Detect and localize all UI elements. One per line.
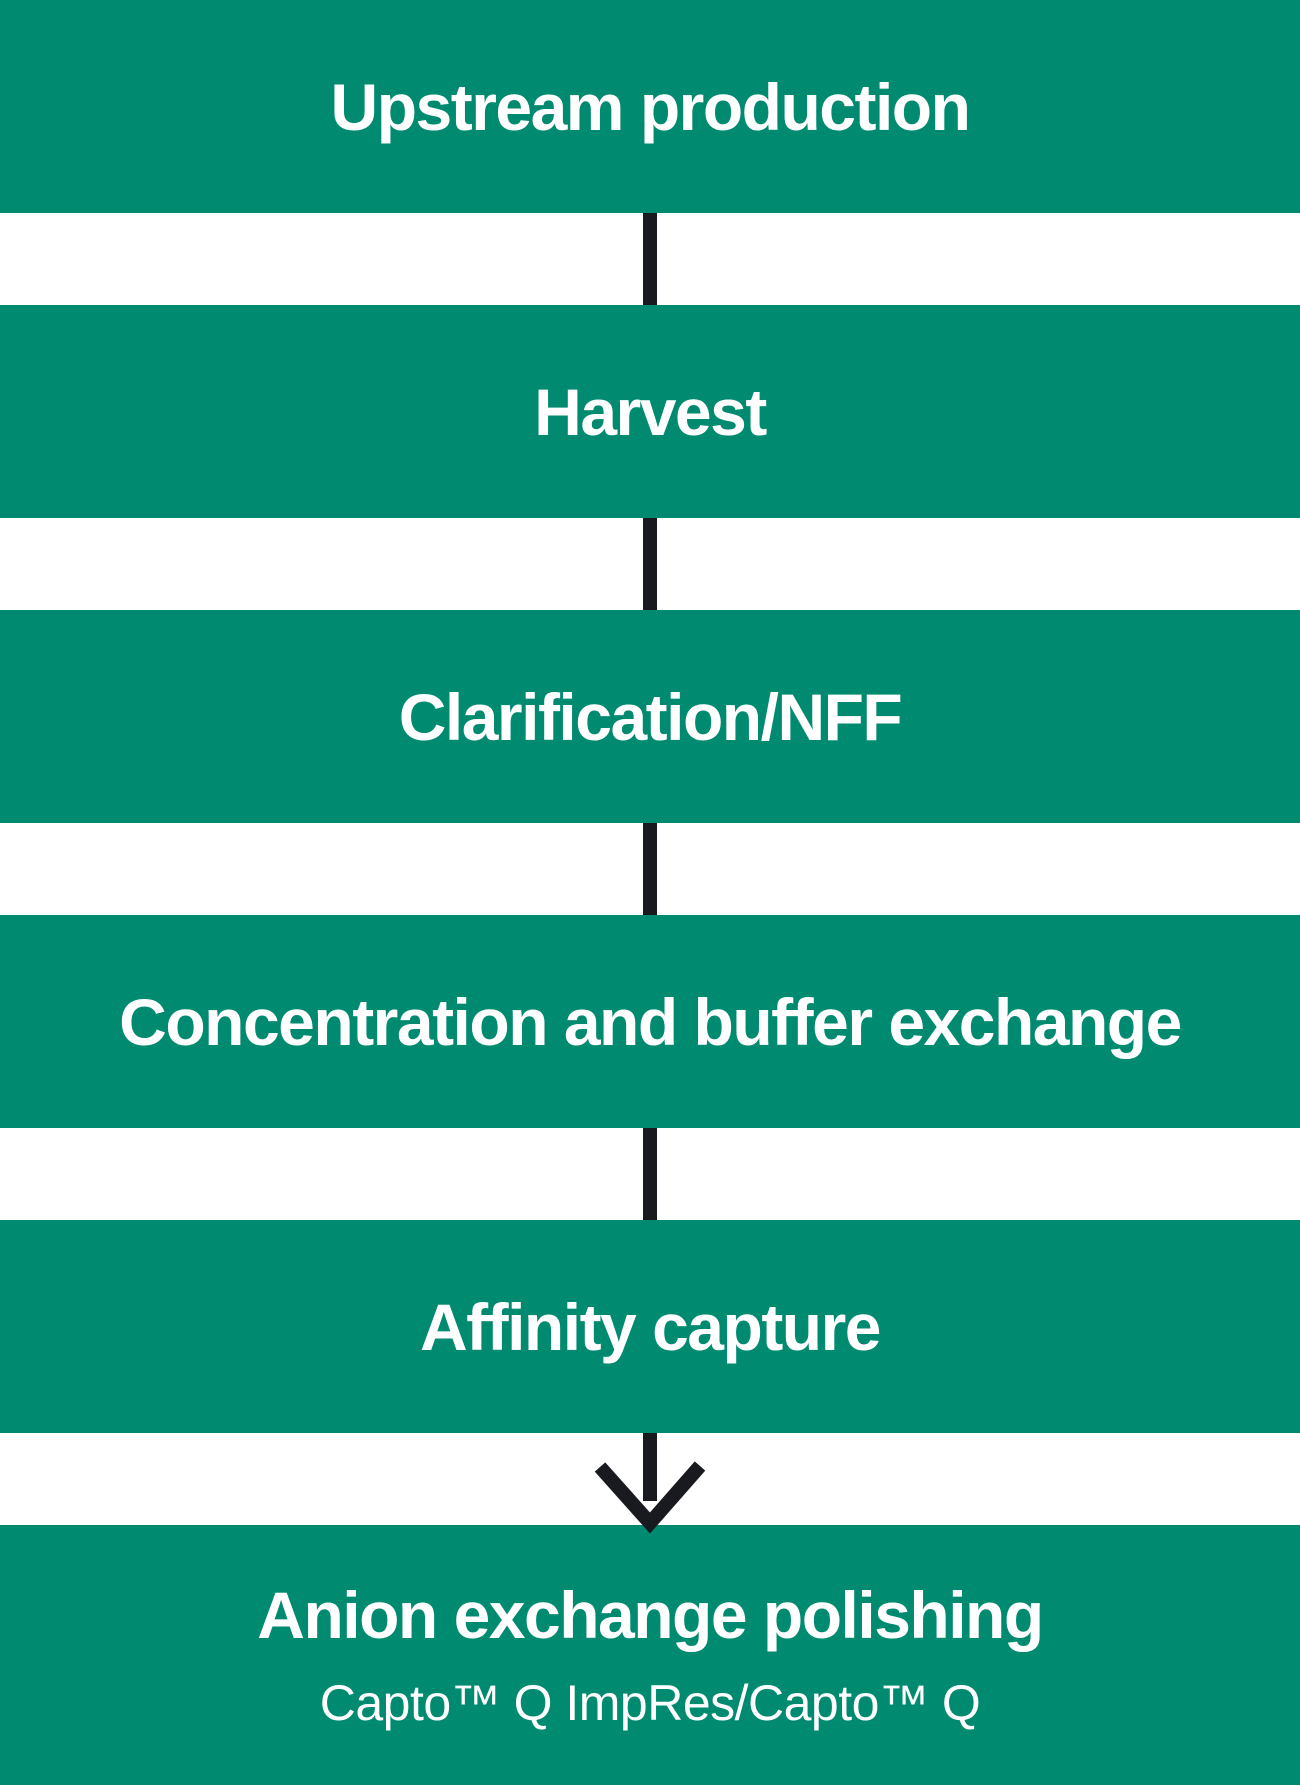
step-harvest: Harvest [0,305,1300,518]
connector-line [643,213,657,305]
step-label: Clarification/NFF [398,679,903,754]
connector-line [643,823,657,915]
connector-gap [0,518,1300,610]
step-sublabel: Capto™ Q ImpRes/Capto™ Q [319,1675,981,1731]
connector-line [643,1128,657,1220]
connector-gap [0,213,1300,305]
step-affinity-capture: Affinity capture [0,1220,1300,1433]
step-anion-exchange-polishing: Anion exchange polishing Capto™ Q ImpRes… [0,1525,1300,1785]
step-label: Harvest [534,374,767,449]
step-label: Concentration and buffer exchange [119,984,1182,1059]
connector-line [643,518,657,610]
step-concentration-buffer-exchange: Concentration and buffer exchange [0,915,1300,1128]
step-upstream-production: Upstream production [0,0,1300,213]
step-label: Upstream production [330,69,971,144]
step-label: Affinity capture [419,1289,882,1364]
connector-gap [0,823,1300,915]
connector-gap [0,1128,1300,1220]
step-label: Anion exchange polishing [257,1578,1044,1652]
connector-gap [0,1433,1300,1534]
step-clarification-nff: Clarification/NFF [0,610,1300,823]
arrow-down-icon [594,1433,706,1534]
